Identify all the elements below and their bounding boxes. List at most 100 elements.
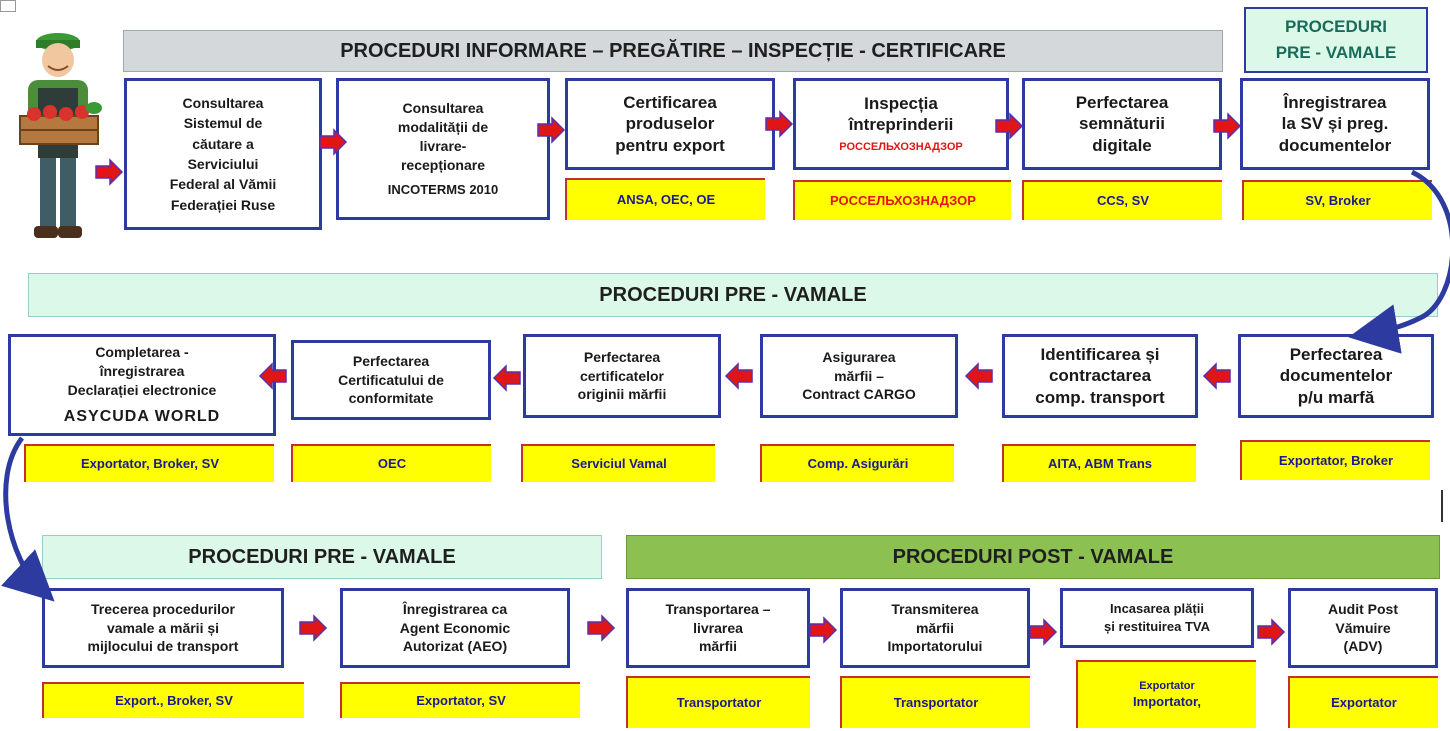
- step-line: Înregistrarea ca: [402, 600, 508, 617]
- step-line: Autorizat (AEO): [402, 638, 508, 655]
- banner-pre-vamale-middle-label: PROCEDURI PRE - VAMALE: [599, 283, 867, 306]
- red-right-arrow-icon: [537, 117, 565, 143]
- curved-blue-arrow-icon: [1, 436, 55, 602]
- step-transmiterea-marfii: Transmiterea mărfii Importatorului: [840, 588, 1030, 668]
- actor-exportator-broker: Exportator, Broker: [1240, 440, 1430, 480]
- step-transportarea-livrarea: Transportarea – livrarea mărfii: [626, 588, 810, 668]
- step-audit-post-vamuire: Audit Post Vămuire (ADV): [1288, 588, 1438, 668]
- actor-transportator-2: Transportator: [840, 676, 1030, 728]
- actor-comp-asigurari: Comp. Asigurări: [760, 444, 954, 482]
- incoterms-label: INCOTERMS 2010: [387, 182, 499, 197]
- step-line: mărfii –: [834, 367, 884, 384]
- step-line: Înregistrarea: [1283, 93, 1387, 113]
- red-right-arrow-icon: [95, 159, 123, 185]
- banner-informare-label: PROCEDURI INFORMARE – PREGĂTIRE – INSPEC…: [340, 39, 1006, 62]
- red-right-arrow-icon: [299, 615, 327, 641]
- actor-oec: OEC: [291, 444, 491, 482]
- actor-line: Importator,: [1133, 693, 1201, 709]
- step-consultarea-modalitatii: Consultarea modalității de livrare- rece…: [336, 78, 550, 220]
- banner-pre-vamale-top-line2: PRE - VAMALE: [1275, 43, 1397, 62]
- step-line: la SV și preg.: [1281, 114, 1389, 134]
- step-line: Vămuire: [1335, 619, 1391, 636]
- step-line: Federației Ruse: [170, 196, 276, 213]
- step-line: digitale: [1092, 135, 1152, 155]
- step-line: întreprinderii: [848, 115, 954, 135]
- step-line: înregistrarea: [99, 362, 185, 379]
- step-completarea-declaratiei: Completarea - înregistrarea Declarației …: [8, 334, 276, 436]
- step-line: Perfectarea: [1075, 93, 1169, 113]
- banner-informare: PROCEDURI INFORMARE – PREGĂTIRE – INSPEC…: [123, 30, 1223, 72]
- step-line: livrare-: [419, 138, 467, 155]
- red-left-arrow-icon: [259, 363, 287, 389]
- step-line: p/u marfă: [1297, 387, 1375, 407]
- banner-pre-vamale-bottom-label: PROCEDURI PRE - VAMALE: [188, 545, 456, 568]
- actor-export-broker-sv: Export., Broker, SV: [42, 682, 304, 718]
- curved-blue-arrow-icon: [1348, 169, 1450, 354]
- step-line: certificatelor: [579, 367, 665, 384]
- red-right-arrow-icon: [765, 111, 793, 137]
- step-trecerea-procedurilor: Trecerea procedurilor vamale a mării și …: [42, 588, 284, 668]
- step-line: vamale a mării și: [106, 619, 220, 636]
- actor-transportator-1: Transportator: [626, 676, 810, 728]
- actor-exportator-audit: Exportator: [1288, 676, 1438, 728]
- step-line: Certificatului de: [338, 371, 444, 388]
- step-line: mărfii: [915, 619, 955, 636]
- banner-post-vamale-label: PROCEDURI POST - VAMALE: [892, 545, 1174, 568]
- step-inregistrarea-aeo: Înregistrarea ca Agent Economic Autoriza…: [340, 588, 570, 668]
- corner-image-placeholder: [0, 0, 16, 12]
- step-line: Consultarea: [402, 100, 484, 117]
- actor-exportator-broker-sv: Exportator, Broker, SV: [24, 444, 274, 482]
- step-perfectarea-certificatului-conformitate: Perfectarea Certificatului de conformita…: [291, 340, 491, 420]
- farmer-with-crate-icon: [19, 33, 102, 238]
- step-identificarea-transport: Identificarea și contractarea comp. tran…: [1002, 334, 1198, 418]
- actor-line: Exportator, SV: [416, 692, 506, 708]
- step-line: Trecerea procedurilor: [91, 600, 235, 617]
- step-certificarea-produselor: Certificarea produselor pentru export: [565, 78, 775, 170]
- step-line: produselor: [625, 114, 715, 134]
- actor-line: Transportator: [676, 694, 762, 710]
- step-line: (ADV): [1343, 638, 1383, 655]
- asycuda-label: ASYCUDA WORLD: [63, 407, 221, 425]
- actor-line: Exportator: [1139, 680, 1195, 692]
- step-line: mijlocului de transport: [87, 638, 239, 655]
- step-line: căutare a: [192, 135, 254, 152]
- step-line: recepționare: [400, 157, 486, 174]
- step-line: documentelor: [1279, 366, 1393, 386]
- red-right-arrow-icon: [1029, 619, 1057, 645]
- actor-aita-abm-trans: AITA, ABM Trans: [1002, 444, 1196, 482]
- step-line: Asigurarea: [822, 348, 896, 365]
- step-line: Inspecția: [864, 93, 938, 113]
- banner-pre-vamale-bottom: PROCEDURI PRE - VAMALE: [42, 535, 602, 579]
- step-line: livrarea: [693, 619, 743, 636]
- step-line: pentru export: [615, 135, 725, 155]
- step-line: Certificarea: [623, 93, 717, 113]
- banner-pre-vamale-middle: PROCEDURI PRE - VAMALE: [28, 273, 1438, 317]
- step-line: Serviciului: [187, 156, 259, 172]
- step-line: Transportarea –: [665, 600, 771, 617]
- actor-line: Transportator: [893, 694, 979, 710]
- step-perfectarea-certificatelor-originii: Perfectarea certificatelor originii mărf…: [523, 334, 721, 418]
- step-line: contractarea: [1048, 366, 1152, 386]
- red-left-arrow-icon: [1203, 363, 1231, 389]
- step-line: Contract CARGO: [802, 386, 916, 403]
- actor-ccs-sv: CCS, SV: [1022, 180, 1222, 220]
- red-left-arrow-icon: [725, 363, 753, 389]
- red-left-arrow-icon: [493, 365, 521, 391]
- step-line: comp. transport: [1035, 387, 1165, 407]
- step-line: originii mărfii: [577, 386, 667, 403]
- step-inspectia-intreprinderii: Inspecția întreprinderii РОССЕЛЬХОЗНАДЗО…: [793, 78, 1009, 170]
- step-line: semnăturii: [1079, 114, 1165, 134]
- banner-pre-vamale-top: PROCEDURI PRE - VAMALE: [1244, 7, 1428, 73]
- actor-ansa-oec-oe: ANSA, OEC, OE: [565, 178, 765, 220]
- step-line: modalității de: [397, 119, 489, 136]
- red-right-arrow-icon: [995, 113, 1023, 139]
- step-inregistrarea-sv: Înregistrarea la SV și preg. documentelo…: [1240, 78, 1430, 170]
- red-right-arrow-icon: [319, 129, 347, 155]
- step-line: Incasarea plății: [1110, 601, 1204, 617]
- rosselhoznadzor-label: РОССЕЛЬХОЗНАДЗОР: [839, 141, 963, 154]
- step-line: conformitate: [348, 390, 434, 407]
- red-right-arrow-icon: [587, 615, 615, 641]
- step-line: Importatorului: [887, 638, 983, 655]
- actor-exportator-importator: Exportator Importator,: [1076, 660, 1256, 728]
